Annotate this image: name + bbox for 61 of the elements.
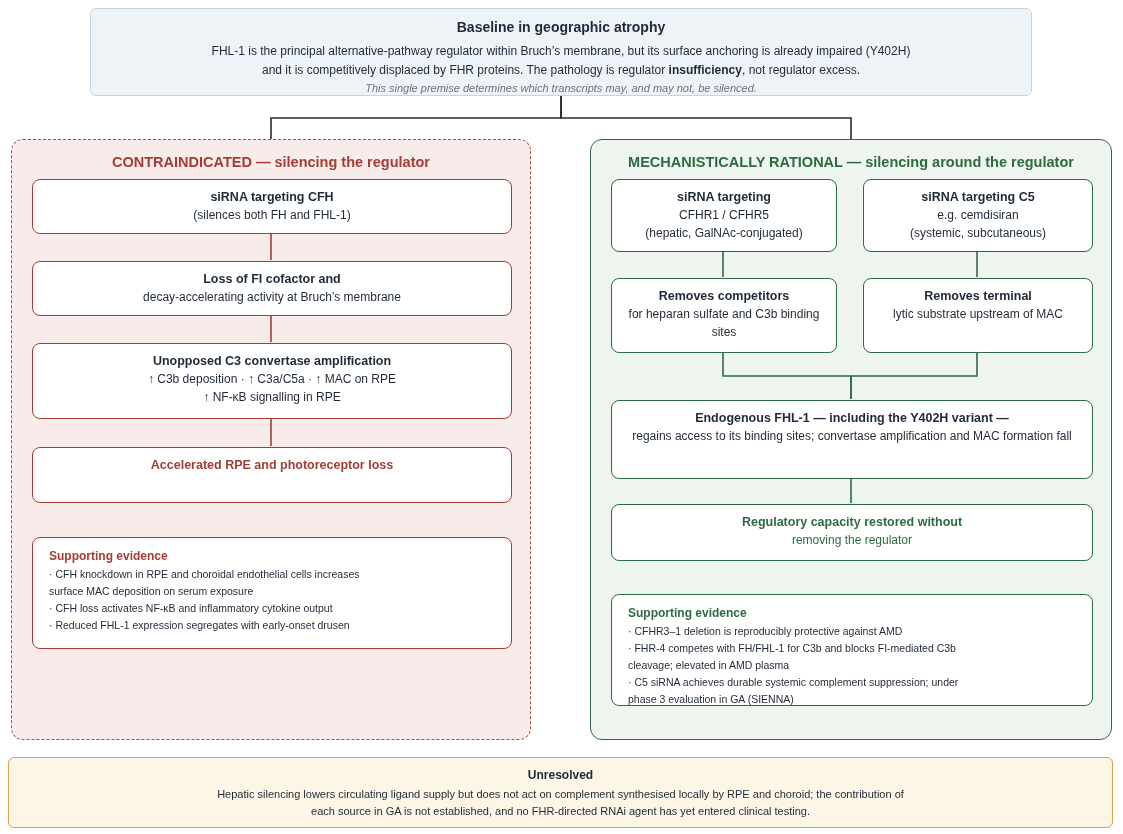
panel-title: CONTRAINDICATED — silencing the regulator — [112, 153, 430, 172]
connector-line — [850, 477, 852, 504]
box-heading: Removes terminal — [924, 288, 1032, 305]
note: This single premise determines which transcripts may, and may not, be silenced. — [365, 81, 757, 96]
connector-line — [270, 417, 272, 447]
evidence-box — [611, 594, 1093, 706]
outcome-text: Accelerated RPE and photoreceptor loss — [150, 457, 394, 474]
connector-line — [976, 250, 978, 278]
contraindicated-panel — [11, 139, 531, 740]
evidence-item: · CFH loss activates NF-κB and inflammatory cytokine output — [49, 601, 333, 616]
process-box — [32, 261, 512, 316]
box-heading: siRNA targeting C5 — [921, 189, 1035, 206]
process-box — [611, 278, 837, 353]
connector-line — [560, 95, 852, 140]
process-box — [611, 400, 1093, 479]
description: FHL-1 is the principal alternative-pathway regulator within Bruch’s membrane, but its surface anchoring is already impaired (Y402H) and it is competitively displaced by FHR proteins. The pathology is regulator insufficiency, not regulator excess. — [211, 43, 911, 79]
heading: Baseline in geographic atrophy — [456, 18, 666, 37]
evidence-item: · FHR-4 competes with FH/FHL-1 for C3b and blocks FI-mediated C3b cleavage; elevated in AMD plasma — [628, 641, 957, 673]
box-heading: siRNA targeting — [677, 189, 771, 206]
rational-panel — [590, 139, 1112, 740]
process-box — [611, 179, 837, 252]
connector-line — [850, 351, 978, 400]
evidence-item: · CFHR3–1 deletion is reproducibly protective against AMD — [628, 624, 903, 639]
evidence-item: · C5 siRNA achieves durable systemic complement suppression; under phase 3 evaluation in GA (SIENNA) — [628, 675, 960, 707]
process-box — [32, 179, 512, 234]
premise-box — [90, 8, 1032, 96]
box-heading: Unopposed C3 convertase amplification — [152, 353, 392, 370]
evidence-box — [32, 537, 512, 649]
box-text: e.g. cemdisiran — [936, 207, 1020, 224]
outcome-heading: Regulatory capacity restored without — [741, 514, 963, 531]
box-text: (silences both FH and FHL-1) — [192, 207, 352, 224]
outcome-box — [611, 504, 1093, 561]
connector-line — [722, 250, 724, 278]
connector-line — [270, 232, 272, 261]
evidence-item: · CFH knockdown in RPE and choroidal endothelial cells increases surface MAC deposition on serum exposure — [49, 567, 361, 599]
box-heading: Removes competitors — [658, 288, 790, 305]
box-heading: siRNA targeting CFH — [210, 189, 334, 206]
box-text: for heparan sulfate and C3b binding sites — [627, 306, 821, 341]
process-box — [32, 343, 512, 419]
process-box — [863, 179, 1093, 252]
box-text: ↑ NF-κB signalling in RPE — [202, 389, 342, 406]
evidence-heading: Supporting evidence — [628, 605, 747, 622]
description: Hepatic silencing lowers circulating ligand supply but does not act on complement synthesised locally by RPE and choroid; the contribution of each source in GA is not established, and no FHR-directed RNAi agent has yet entered clinical testing. — [216, 787, 905, 819]
connector-line — [270, 314, 272, 343]
evidence-item: · Reduced FHL-1 expression segregates with early-onset drusen — [49, 618, 350, 633]
unresolved-box — [8, 757, 1113, 828]
box-heading: Loss of FI cofactor and — [203, 271, 341, 288]
outcome-box — [32, 447, 512, 503]
box-text: (systemic, subcutaneous) — [908, 225, 1048, 242]
panel-title: MECHANISTICALLY RATIONAL — silencing around the regulator — [628, 153, 1074, 172]
box-text: regains access to its binding sites; convertase amplification and MAC formation fall — [631, 428, 1073, 445]
evidence-heading: Supporting evidence — [49, 548, 168, 565]
box-text: CFHR1 / CFHR5 — [678, 207, 770, 224]
box-text: lytic substrate upstream of MAC — [891, 306, 1065, 323]
box-text: decay-accelerating activity at Bruch’s membrane — [142, 289, 402, 306]
heading: Unresolved — [527, 767, 594, 784]
outcome-text: removing the regulator — [791, 532, 913, 549]
process-box — [863, 278, 1093, 353]
box-heading: Endogenous FHL-1 — including the Y402H variant — — [695, 410, 1009, 427]
box-text: ↑ C3b deposition · ↑ C3a/C5a · ↑ MAC on RPE — [146, 371, 398, 388]
box-text: (hepatic, GalNAc-conjugated) — [644, 225, 804, 242]
